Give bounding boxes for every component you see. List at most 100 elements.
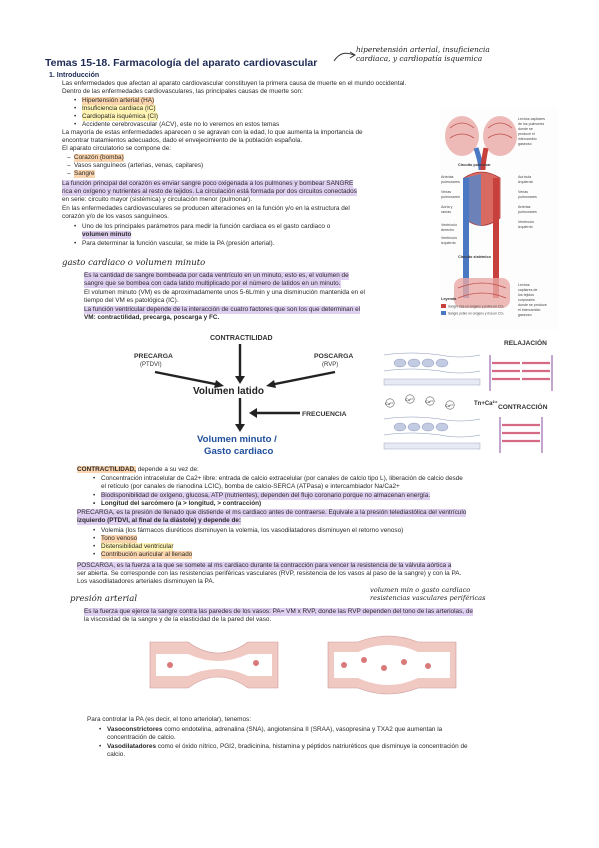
vasodilatadores-label: Vasodilatadores — [107, 743, 157, 750]
list-item-continuation: volumen minuto — [82, 231, 132, 240]
list-item: Corazón (bomba) — [67, 154, 124, 162]
figure-label: produce el — [518, 132, 535, 136]
ca-ion-label: Ca²⁺ — [425, 399, 434, 404]
figure-label: pulmonares — [518, 195, 537, 199]
paragraph: rica en oxígeno y nutrientes al resto de… — [62, 188, 357, 197]
paragraph: Dentro de las enfermedades cardiovascula… — [62, 88, 303, 95]
list-item: Sangre — [67, 170, 95, 178]
ca-ion-label: Ca²⁺ — [445, 403, 454, 408]
handwritten-heading: presión arterial — [70, 594, 138, 604]
figure-label: gaseoso — [518, 142, 532, 146]
paragraph: ser abierta. Se corresponde con las resi… — [77, 570, 462, 577]
list-item: Biodisponibilidad de oxígeno, glucosa, A… — [93, 492, 431, 500]
figure-label: izquierda — [518, 180, 533, 184]
handnote-line: hiperetensión arterial, insuficiencia — [356, 45, 490, 54]
paragraph: tiempo del VM es patológica (IC). — [84, 297, 179, 304]
legend-swatch-blue — [441, 311, 446, 315]
legend-title: Leyenda — [441, 297, 457, 301]
figure-label: derecho — [441, 228, 454, 232]
handnote-line: cardiaca, y cardiopatía isquemica — [356, 54, 483, 63]
figure-label: de los pulmones — [518, 122, 544, 126]
volumen-latido-label: Volumen latido — [193, 386, 264, 397]
list-item: Uno de los principales parámetros para m… — [74, 223, 330, 231]
list-item: Para determinar la función vascular, se … — [74, 240, 274, 248]
contraccion-label: CONTRACCIÓN — [498, 402, 548, 411]
poscarga-label: POSCARGA — [314, 353, 353, 360]
circulation-diagram: Circuito pulmonar Circuito sistémico Lec… — [440, 108, 558, 330]
figure-label: pulmonares — [441, 195, 460, 199]
list-item: Accidente cerebrovascular (ACV), este no… — [74, 121, 279, 129]
paragraph: Para controlar la PA (es decir, el tono … — [87, 716, 251, 723]
paragraph: encontrar tratamientos adecuados, dado e… — [62, 137, 303, 144]
paragraph: la viscosidad de la sangre y de la elast… — [84, 616, 272, 623]
figure-label: Venas — [441, 190, 451, 194]
paragraph: PRECARGA, es la presión de llenado que d… — [77, 509, 467, 518]
paragraph: VM: contractilidad, precarga, poscarga y… — [84, 314, 220, 321]
figure-label: Aurícula — [518, 175, 531, 179]
paragraph: El aparato circulatorio se compone de: — [62, 145, 172, 152]
paragraph: La función ventricular depende de la int… — [84, 306, 361, 315]
handwritten-title-note: hiperetensión arterial, insuficiencia ca… — [356, 45, 490, 63]
paragraph: La función principal del corazón es envi… — [62, 180, 354, 189]
figure-label: Venas — [518, 190, 528, 194]
paragraph: Las enfermedades que afectan al aparato … — [62, 80, 407, 87]
paragraph: La mayoría de estas enfermedades aparece… — [62, 129, 363, 136]
list-item: Concentración intracelular de Ca2+ libre… — [93, 475, 463, 483]
vasoconstrictores-label: Vasoconstrictores — [107, 726, 163, 733]
legend-swatch-red — [441, 304, 446, 308]
legend-label: Sangre pobre en oxígeno y rica en CO₂ — [448, 312, 505, 316]
list-item: Volemia (los fármacos diuréticos disminu… — [93, 527, 403, 535]
figure-label: Lechos capilares — [518, 117, 545, 121]
paragraph: izquierdo (PTDVI, al final de la diástol… — [77, 517, 242, 526]
list-item: Distensibilidad ventricular — [93, 543, 174, 551]
handwritten-note: volumen min o gasto cardiaco resistencia… — [370, 586, 486, 602]
figure-label: Ventrículo — [441, 223, 457, 227]
figure-label: gaseoso — [518, 313, 532, 317]
list-item: Vasodilatadores como el óxido nítrico, P… — [99, 743, 468, 751]
figure-label: Lechos — [518, 283, 530, 287]
list-item: Vasos sanguíneos (arterias, venas, capil… — [67, 162, 203, 170]
list-item-continuation: el retículo (por canales de rianodina LC… — [101, 483, 400, 490]
figure-label: Arterias — [441, 175, 454, 179]
figure-label: capilares de — [518, 288, 537, 292]
list-item: Hipertensión arterial (HA) — [74, 97, 155, 105]
arrow-icon — [333, 51, 356, 62]
paragraph: El volumen minuto (VM) es de aproximadam… — [84, 289, 365, 296]
vessel-diagram — [149, 635, 457, 695]
contractilidad-rest: depende a su vez de: — [135, 466, 199, 473]
vasodilatadores-text: como el óxido nítrico, PGI2, bradicinina… — [156, 743, 468, 750]
page-title: Temas 15-18. Farmacología del aparato ca… — [45, 57, 318, 69]
list-item: Contribución auricular al llenado — [93, 551, 193, 559]
relajacion-label: RELAJACIÓN — [504, 338, 547, 347]
figure-label: ramas — [441, 210, 451, 214]
figure-label: intercambio — [518, 137, 537, 141]
tn-ca-label: Tn+Ca²⁺ — [474, 400, 498, 407]
figure-label: el intercambio — [518, 308, 540, 312]
paragraph: en serie: circuito mayor (sistémica) y c… — [62, 196, 252, 203]
precarga-label: PRECARGA — [134, 353, 173, 360]
paragraph: sangre que se bombea con cada latido mul… — [84, 280, 341, 289]
figure-label: Ventrículo — [441, 236, 457, 240]
paragraph: POSCARGA, es la fuerza a la que se somet… — [77, 562, 452, 571]
list-item-continuation: calcio. — [107, 751, 126, 758]
volumen-minuto-label: Volumen minuto / — [197, 434, 277, 445]
figure-label: los tejidos — [518, 293, 534, 297]
handwritten-heading: gasto cardiaco o volumen minuto — [62, 258, 206, 268]
list-item: Longitud del sarcómero (a > longitud, > … — [93, 500, 261, 508]
cardiac-output-diagram: CONTRACTILIDAD PRECARGA (PTDVI) POSCARGA… — [134, 335, 353, 457]
paragraph: Es la cantidad de sangre bombeada por ca… — [84, 272, 349, 281]
figure-label: donde se — [518, 127, 533, 131]
list-item: Vasoconstrictores como endotelina, adren… — [99, 726, 443, 734]
gasto-cardiaco-label: Gasto cardiaco — [204, 446, 273, 457]
vasoconstrictores-text: como endotelina, adrenalina (SNA), angio… — [162, 726, 443, 733]
handnote-line: resistencias vasculares periféricas — [370, 594, 486, 602]
paragraph: corazón y/o de los vasos sanguíneos. — [62, 213, 169, 220]
sarcomere-diagram: RELAJACIÓN CONTRACCIÓN Ca²⁺ Ca²⁺ Ca²⁺ Ca… — [383, 338, 553, 453]
figure-label: pulmonares — [518, 210, 537, 214]
paragraph: Los vasodilatadores arteriales disminuye… — [77, 578, 215, 585]
figure-label: izquierdo — [518, 225, 533, 229]
figure-label: corporales — [518, 298, 535, 302]
list-item: Insuficiencia cardiaca (IC) — [74, 105, 156, 113]
contractilidad-label: CONTRACTILIDAD — [210, 335, 273, 342]
calcium-ions: Ca²⁺ Ca²⁺ Ca²⁺ Ca²⁺ — [385, 394, 455, 410]
